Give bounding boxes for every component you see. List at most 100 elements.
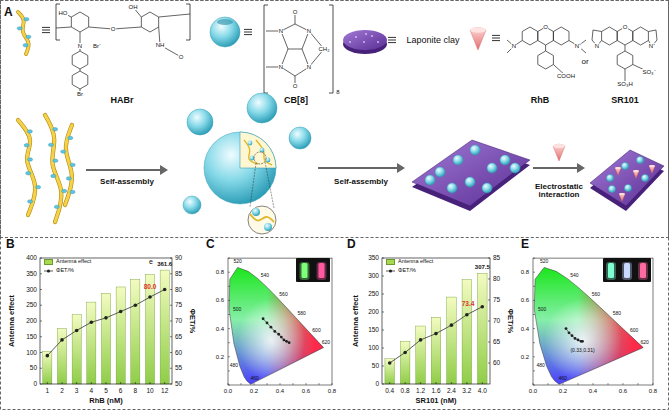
tick-mark — [382, 294, 384, 295]
antenna-bar — [116, 287, 125, 384]
zoom-line — [250, 163, 256, 207]
tick-mark — [40, 289, 42, 290]
efficiency-dot — [134, 303, 138, 307]
axis-tick: 75 — [175, 302, 182, 309]
cb8-cavity — [217, 19, 233, 25]
cie-point — [283, 338, 286, 341]
axis-tick: 2 — [60, 388, 64, 395]
axis-tick: 0.8 — [216, 269, 224, 275]
atom-label: O — [622, 24, 628, 30]
legend-swatch — [44, 259, 53, 265]
strand-outline — [45, 115, 61, 222]
efficiency-dot — [104, 316, 108, 320]
process-arrow — [318, 167, 399, 169]
mini-sphere — [266, 158, 271, 163]
cb8-sphere — [606, 174, 613, 181]
dye-cone-top — [553, 144, 565, 148]
panel-letter: B — [6, 238, 15, 250]
legend-text: ΦET/% — [398, 268, 416, 274]
pendant-group — [68, 136, 73, 139]
atom-label: 8 — [336, 89, 340, 95]
legend-text: Antenna effect — [398, 259, 433, 265]
tick-mark — [382, 330, 384, 331]
ring-bond — [141, 12, 158, 32]
strand-outline — [18, 12, 29, 54]
axis-tick: 0.8 — [401, 388, 410, 395]
wavelength-label: 480 — [537, 363, 545, 368]
cie-fill — [228, 267, 324, 385]
cie-point — [568, 331, 571, 334]
axis-title: SR101 (nM) — [416, 397, 457, 405]
tick-mark — [40, 336, 42, 337]
tick-mark — [40, 368, 42, 369]
pendant-group — [27, 200, 32, 203]
tick-mark — [40, 352, 42, 353]
clay-sheet — [412, 140, 530, 206]
polymer-strand — [18, 120, 41, 215]
equiv-symbol — [388, 42, 396, 43]
atom-label: N — [306, 64, 311, 70]
polymer-strand — [17, 12, 31, 54]
zoom-inset — [248, 206, 276, 234]
axis-tick: 0.6 — [521, 297, 529, 303]
axis-tick: 100 — [26, 349, 37, 356]
equiv-symbol — [492, 35, 500, 36]
cb8-sphere — [204, 132, 276, 204]
ring-bond — [72, 51, 88, 69]
efficiency-dot — [403, 351, 407, 355]
wavelength-label: 580 — [613, 311, 621, 316]
mini-sphere — [250, 156, 255, 161]
tick-mark — [533, 286, 535, 287]
axis-tick: 0.2 — [250, 388, 258, 394]
antenna-bar — [478, 273, 488, 384]
cb8-sphere — [187, 109, 213, 135]
antenna-bar — [72, 315, 81, 384]
axis-tick: 5 — [104, 388, 108, 395]
plot-frame — [228, 258, 332, 385]
pendant-group — [54, 205, 59, 208]
equiv-symbol — [388, 37, 396, 38]
cie-point — [565, 327, 568, 330]
tick-mark — [382, 276, 384, 277]
cie-fill — [533, 267, 644, 385]
cb8-sphere — [487, 163, 497, 173]
efficiency-dot — [465, 313, 469, 317]
clay-dot — [349, 41, 351, 43]
axis-tick: 0.4 — [276, 388, 284, 394]
tick-mark — [170, 289, 172, 290]
cie-diagram — [228, 258, 332, 385]
cb8-sphere — [624, 184, 631, 191]
antenna-bar — [43, 351, 52, 384]
tick-mark — [533, 258, 535, 259]
atom-label: Br — [77, 91, 84, 97]
cie-color — [228, 267, 324, 385]
pendant-group — [24, 144, 29, 147]
atom-label: O — [178, 54, 184, 60]
tick-mark — [170, 321, 172, 322]
pendant-group — [66, 177, 71, 180]
axis-tick: 6 — [119, 388, 123, 395]
axis-tick: 3.2 — [462, 388, 471, 395]
pendant-group — [26, 35, 31, 38]
panel-letter: C — [206, 238, 215, 250]
tick-mark — [228, 385, 230, 386]
cb8-sphere — [470, 145, 480, 155]
ring-bond — [633, 27, 649, 45]
antenna-bar — [87, 302, 96, 384]
tick-mark — [241, 383, 242, 385]
dye-cone — [470, 28, 486, 50]
antenna-bar — [416, 326, 426, 384]
inset-sphere — [252, 208, 260, 216]
legend-swatch — [386, 259, 395, 265]
axis-tick: 50 — [372, 363, 379, 370]
zoom-mark — [254, 152, 266, 164]
cb8-sphere — [465, 177, 475, 187]
arrow-head — [577, 163, 585, 173]
axis-tick: 0.4 — [216, 326, 224, 332]
tick-mark — [267, 383, 268, 385]
pendant-group — [53, 128, 58, 131]
atom-label: SO₃⁻ — [642, 69, 656, 75]
cb8-sphere — [453, 155, 463, 165]
vial-glow — [638, 262, 648, 280]
atom-label: HO — [58, 10, 68, 16]
